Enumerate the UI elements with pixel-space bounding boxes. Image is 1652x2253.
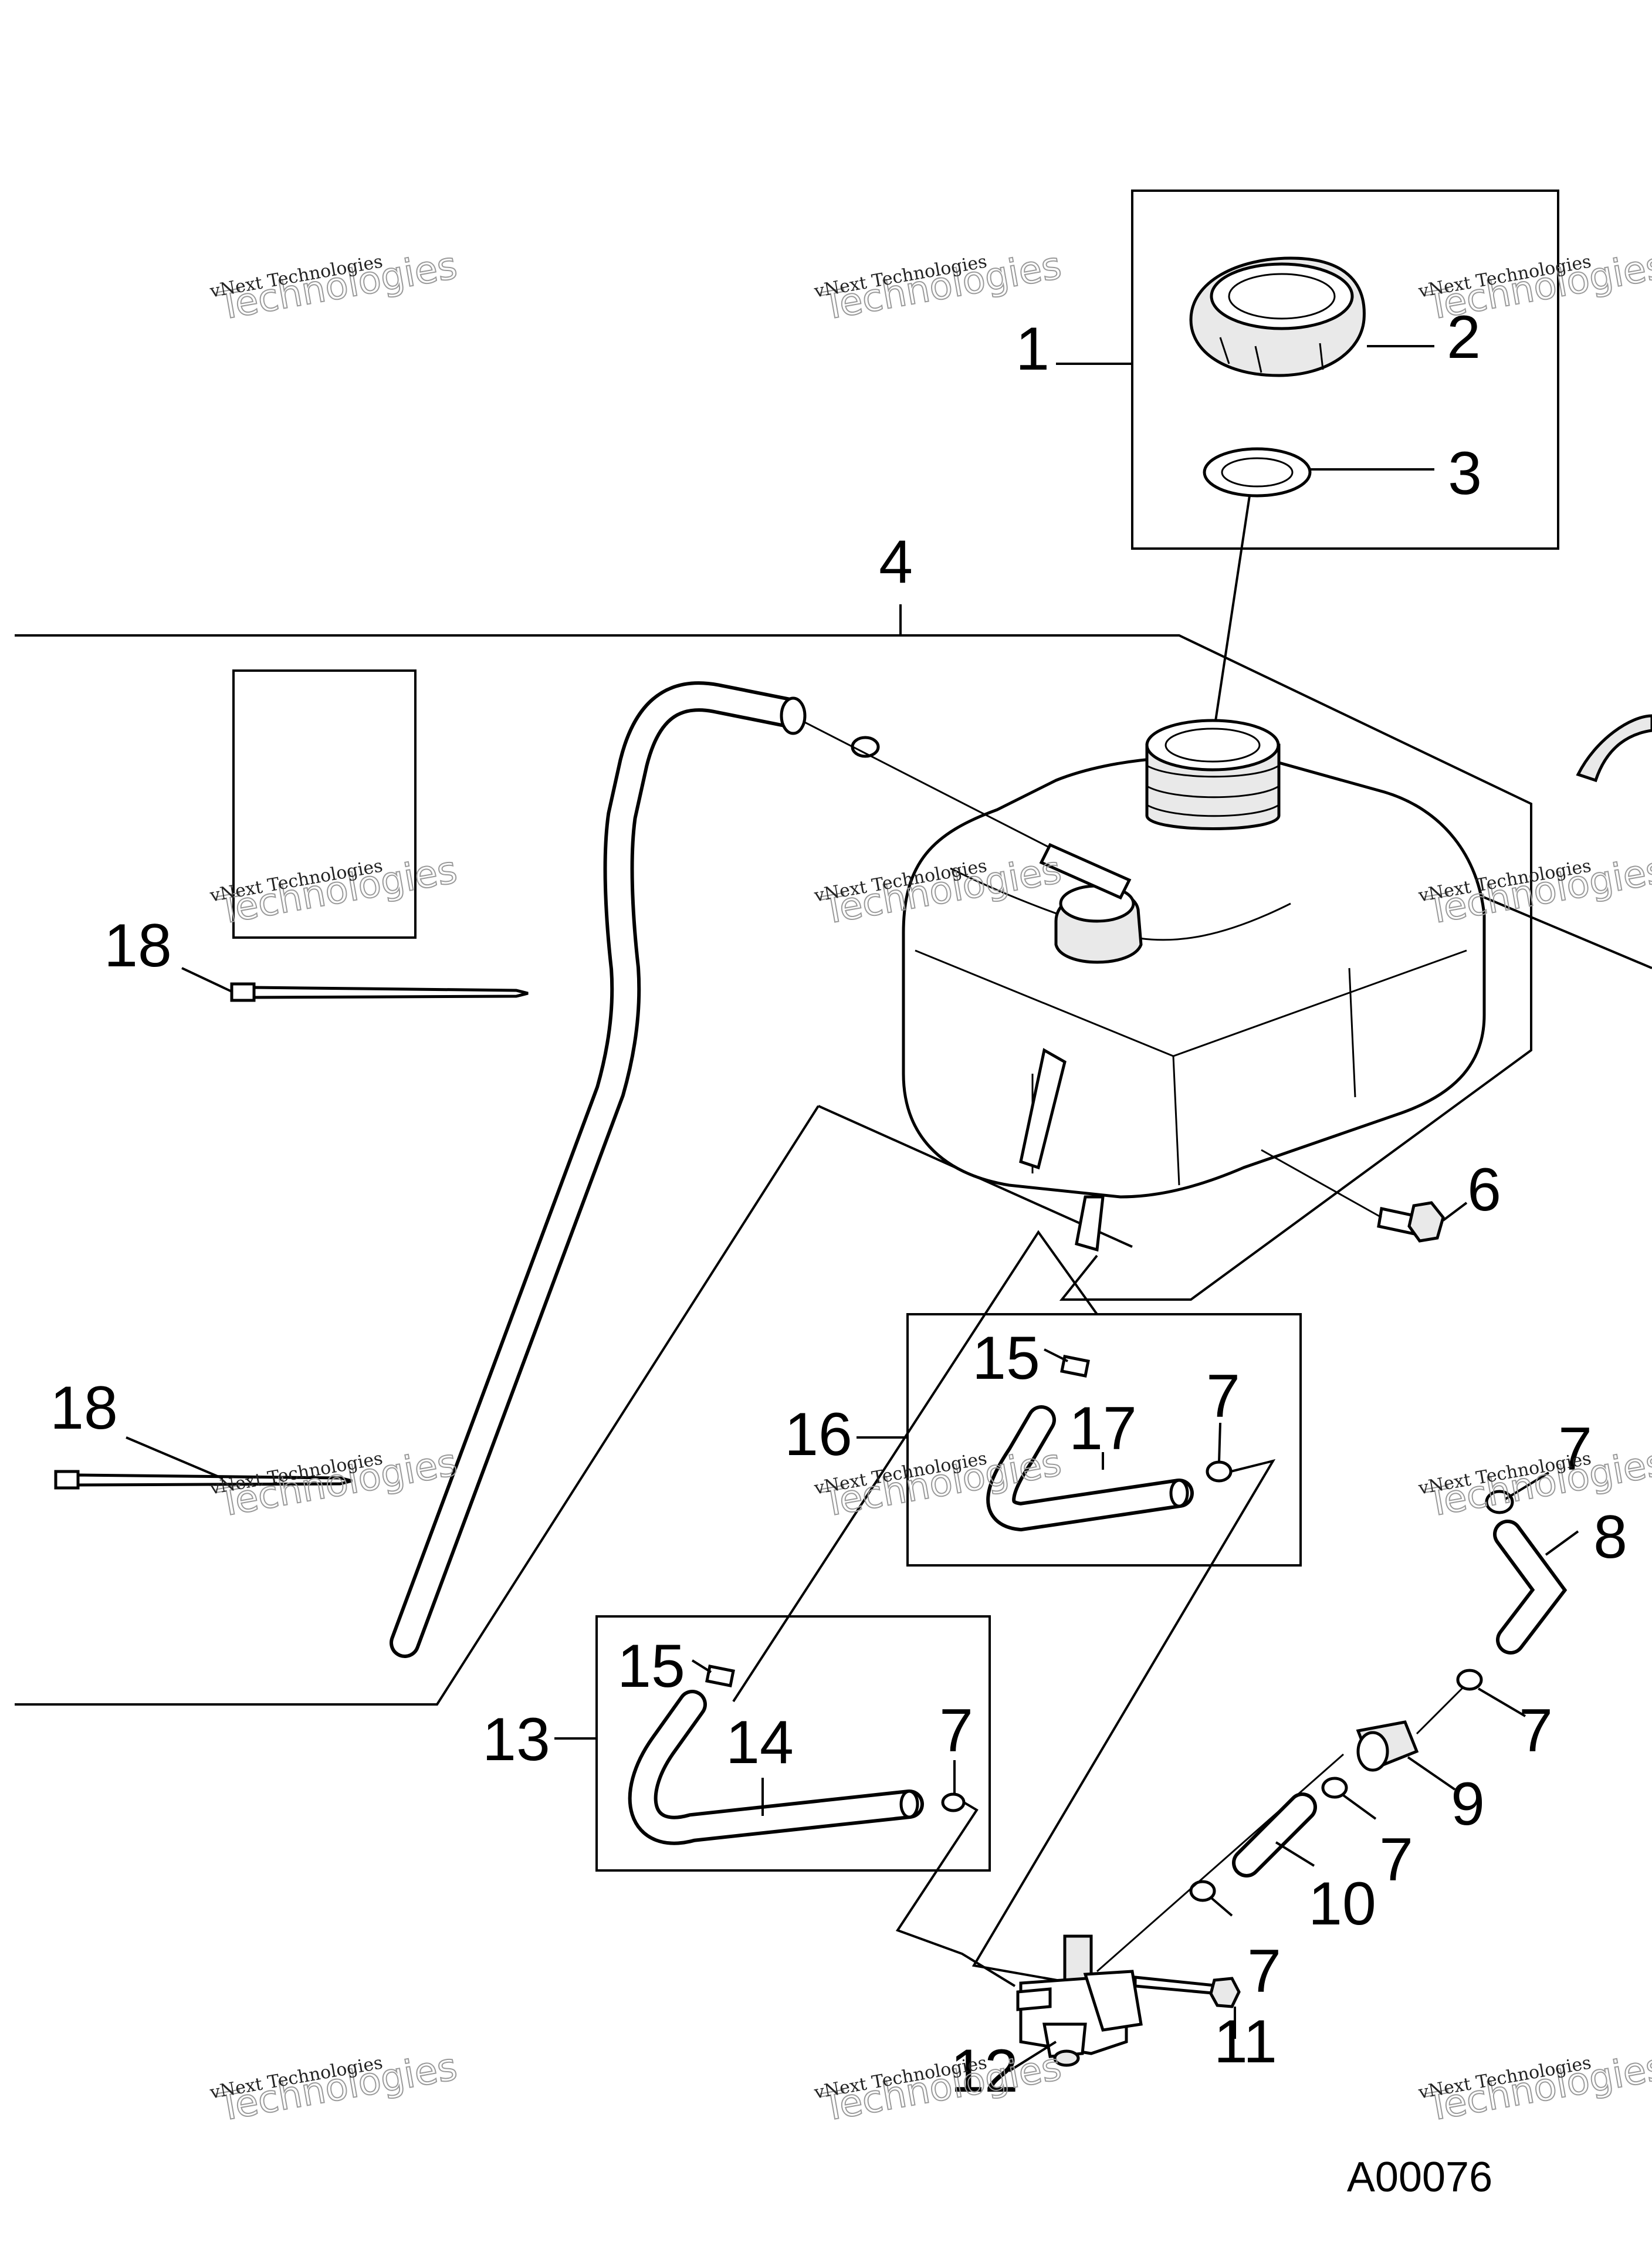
callout-9: 9	[1451, 1770, 1485, 1838]
callout-16: 16	[784, 1400, 852, 1469]
callout-6: 6	[1467, 1156, 1501, 1224]
watermark-4: Technologies vNext Technologies	[208, 848, 461, 933]
callout-7-d: 7	[1519, 1697, 1553, 1765]
callout-18-upper: 18	[104, 912, 172, 980]
clamp-7-a	[1206, 1460, 1233, 1483]
bolt-6-axis	[1261, 1149, 1382, 1219]
tank-assembly-outline	[15, 634, 1532, 1301]
leader-7-e	[1342, 1794, 1377, 1820]
hose-14-routing	[895, 1801, 1016, 1987]
callout-4: 4	[879, 528, 913, 596]
callout-1: 1	[1015, 315, 1050, 383]
fuel-filter-9	[1356, 1720, 1419, 1772]
fuel-tank	[902, 719, 1486, 1252]
hose-10	[1232, 1792, 1317, 1877]
leader-9	[1407, 1756, 1456, 1791]
leader-15-lower	[691, 1659, 712, 1673]
callout-7-e: 7	[1379, 1826, 1413, 1894]
fuel-valve-12	[1016, 1934, 1143, 2067]
callout-7-f: 7	[1247, 1937, 1281, 2005]
screw-11	[1133, 1975, 1241, 2008]
cable-tie-upper	[230, 982, 529, 1002]
fuel-cap	[1189, 256, 1366, 377]
leader-12	[1008, 2041, 1057, 2072]
hose-kit-box-17	[906, 1313, 1302, 1567]
clamp-7-b	[941, 1792, 966, 1812]
hose-14	[628, 1690, 924, 1845]
leader-18-lower	[126, 1436, 224, 1480]
vent-hose-end	[780, 696, 807, 735]
hose-8	[1493, 1520, 1568, 1655]
valve-axis	[1096, 1753, 1344, 1973]
clamp-7-d	[1456, 1669, 1483, 1691]
hose-kit-box-14	[595, 1615, 991, 1872]
callout-10: 10	[1308, 1870, 1376, 1938]
bolt-6	[1377, 1201, 1445, 1243]
hose-17	[986, 1405, 1194, 1532]
leader-18-upper	[181, 967, 232, 993]
leader-7-c	[1504, 1471, 1550, 1500]
callout-15-upper: 15	[972, 1324, 1040, 1392]
hose-17-routing	[971, 1459, 1276, 1984]
gasket	[1203, 447, 1312, 498]
clamp-15-lower	[705, 1665, 735, 1687]
document-sheet	[232, 669, 417, 939]
callout-8: 8	[1593, 1503, 1627, 1571]
callout-11: 11	[1214, 2008, 1277, 2076]
watermark-10: Technologies vNext Technologies	[208, 2045, 461, 2130]
leader-7-a	[1218, 1422, 1221, 1463]
leader-10	[1275, 1841, 1315, 1867]
cable-tie-lower	[54, 1470, 353, 1490]
callout-13: 13	[482, 1706, 550, 1774]
watermark-1: Technologies vNext Technologies	[208, 243, 461, 329]
figure-id: A00076	[1347, 2154, 1492, 2201]
lower-assembly-outline	[15, 1105, 820, 1706]
vent-leader	[797, 718, 1051, 849]
partial-bracket	[1576, 714, 1652, 783]
callout-14: 14	[726, 1709, 794, 1777]
watermark-12: Technologies vNext Technologies	[1416, 2045, 1652, 2130]
clamp-7-f	[1189, 1880, 1216, 1902]
leader-8	[1545, 1530, 1579, 1556]
watermark-3: Technologies vNext Technologies	[1416, 243, 1652, 329]
callout-18-lower: 18	[50, 1374, 118, 1442]
watermark-7: Technologies vNext Technologies	[208, 1440, 461, 1526]
leader-6	[1442, 1202, 1468, 1222]
callout-7-a: 7	[1206, 1362, 1240, 1430]
callout-2: 2	[1447, 303, 1481, 371]
clamp-7-e	[1321, 1777, 1348, 1799]
leader-7-f	[1210, 1897, 1233, 1917]
watermark-11: Technologies vNext Technologies	[812, 2045, 1065, 2130]
callout-17: 17	[1069, 1395, 1137, 1463]
outline-16	[732, 1230, 1099, 1703]
callout-7-c: 7	[1558, 1415, 1592, 1483]
callout-15-lower: 15	[617, 1632, 685, 1700]
cap-kit-box	[1131, 190, 1559, 550]
leader-15-upper	[1044, 1348, 1068, 1362]
callout-7-b: 7	[939, 1697, 973, 1765]
callout-12: 12	[950, 2037, 1018, 2105]
filter-axis	[1416, 1686, 1465, 1735]
cap-to-neck-line	[1210, 495, 1251, 749]
callout-3: 3	[1448, 439, 1482, 508]
leader-7-d	[1477, 1687, 1526, 1717]
clamp-7-c	[1485, 1490, 1514, 1514]
clamp-15-upper	[1060, 1355, 1090, 1378]
